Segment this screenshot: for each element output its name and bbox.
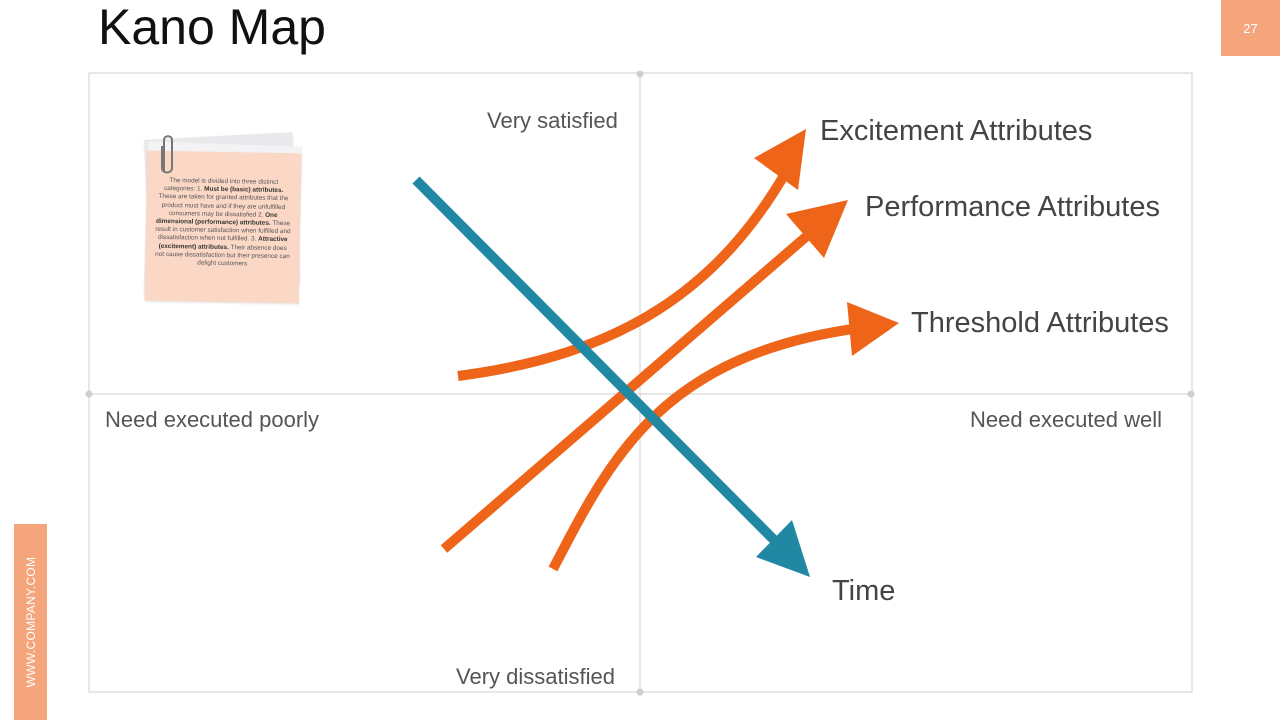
performance-arrowhead: [786, 200, 848, 258]
label-need-executed-well: Need executed well: [970, 407, 1163, 432]
time-line: [412, 176, 790, 556]
threshold-attributes-label: Threshold Attributes: [911, 307, 1169, 339]
time-label: Time: [832, 575, 896, 607]
excitement-attributes-label: Excitement Attributes: [820, 115, 1093, 147]
time-arrowhead: [756, 520, 810, 577]
axis-dot-bottom: [636, 688, 644, 696]
axis-dot-top: [636, 70, 644, 78]
label-very-dissatisfied: Very dissatisfied: [456, 664, 615, 689]
slide-title: Kano Map: [98, 0, 326, 55]
excitement-arrowhead: [754, 129, 806, 190]
label-need-executed-poorly: Need executed poorly: [105, 407, 320, 432]
label-very-satisfied: Very satisfied: [487, 108, 618, 133]
sticky-note: The model is divided into three distinct…: [140, 130, 320, 320]
threshold-arrowhead: [847, 302, 899, 356]
excitement-curve: [457, 162, 795, 381]
paperclip-icon: [161, 135, 173, 174]
performance-attributes-label: Performance Attributes: [865, 191, 1160, 223]
website-strip: WWW.COMPANY.COM: [14, 524, 47, 720]
note-bold-1: Must be (basic) attributes.: [204, 185, 284, 195]
axis-dot-left: [85, 390, 93, 398]
page-number: 27: [1221, 0, 1280, 56]
performance-line: [440, 219, 826, 553]
axis-dot-right: [1187, 390, 1195, 398]
